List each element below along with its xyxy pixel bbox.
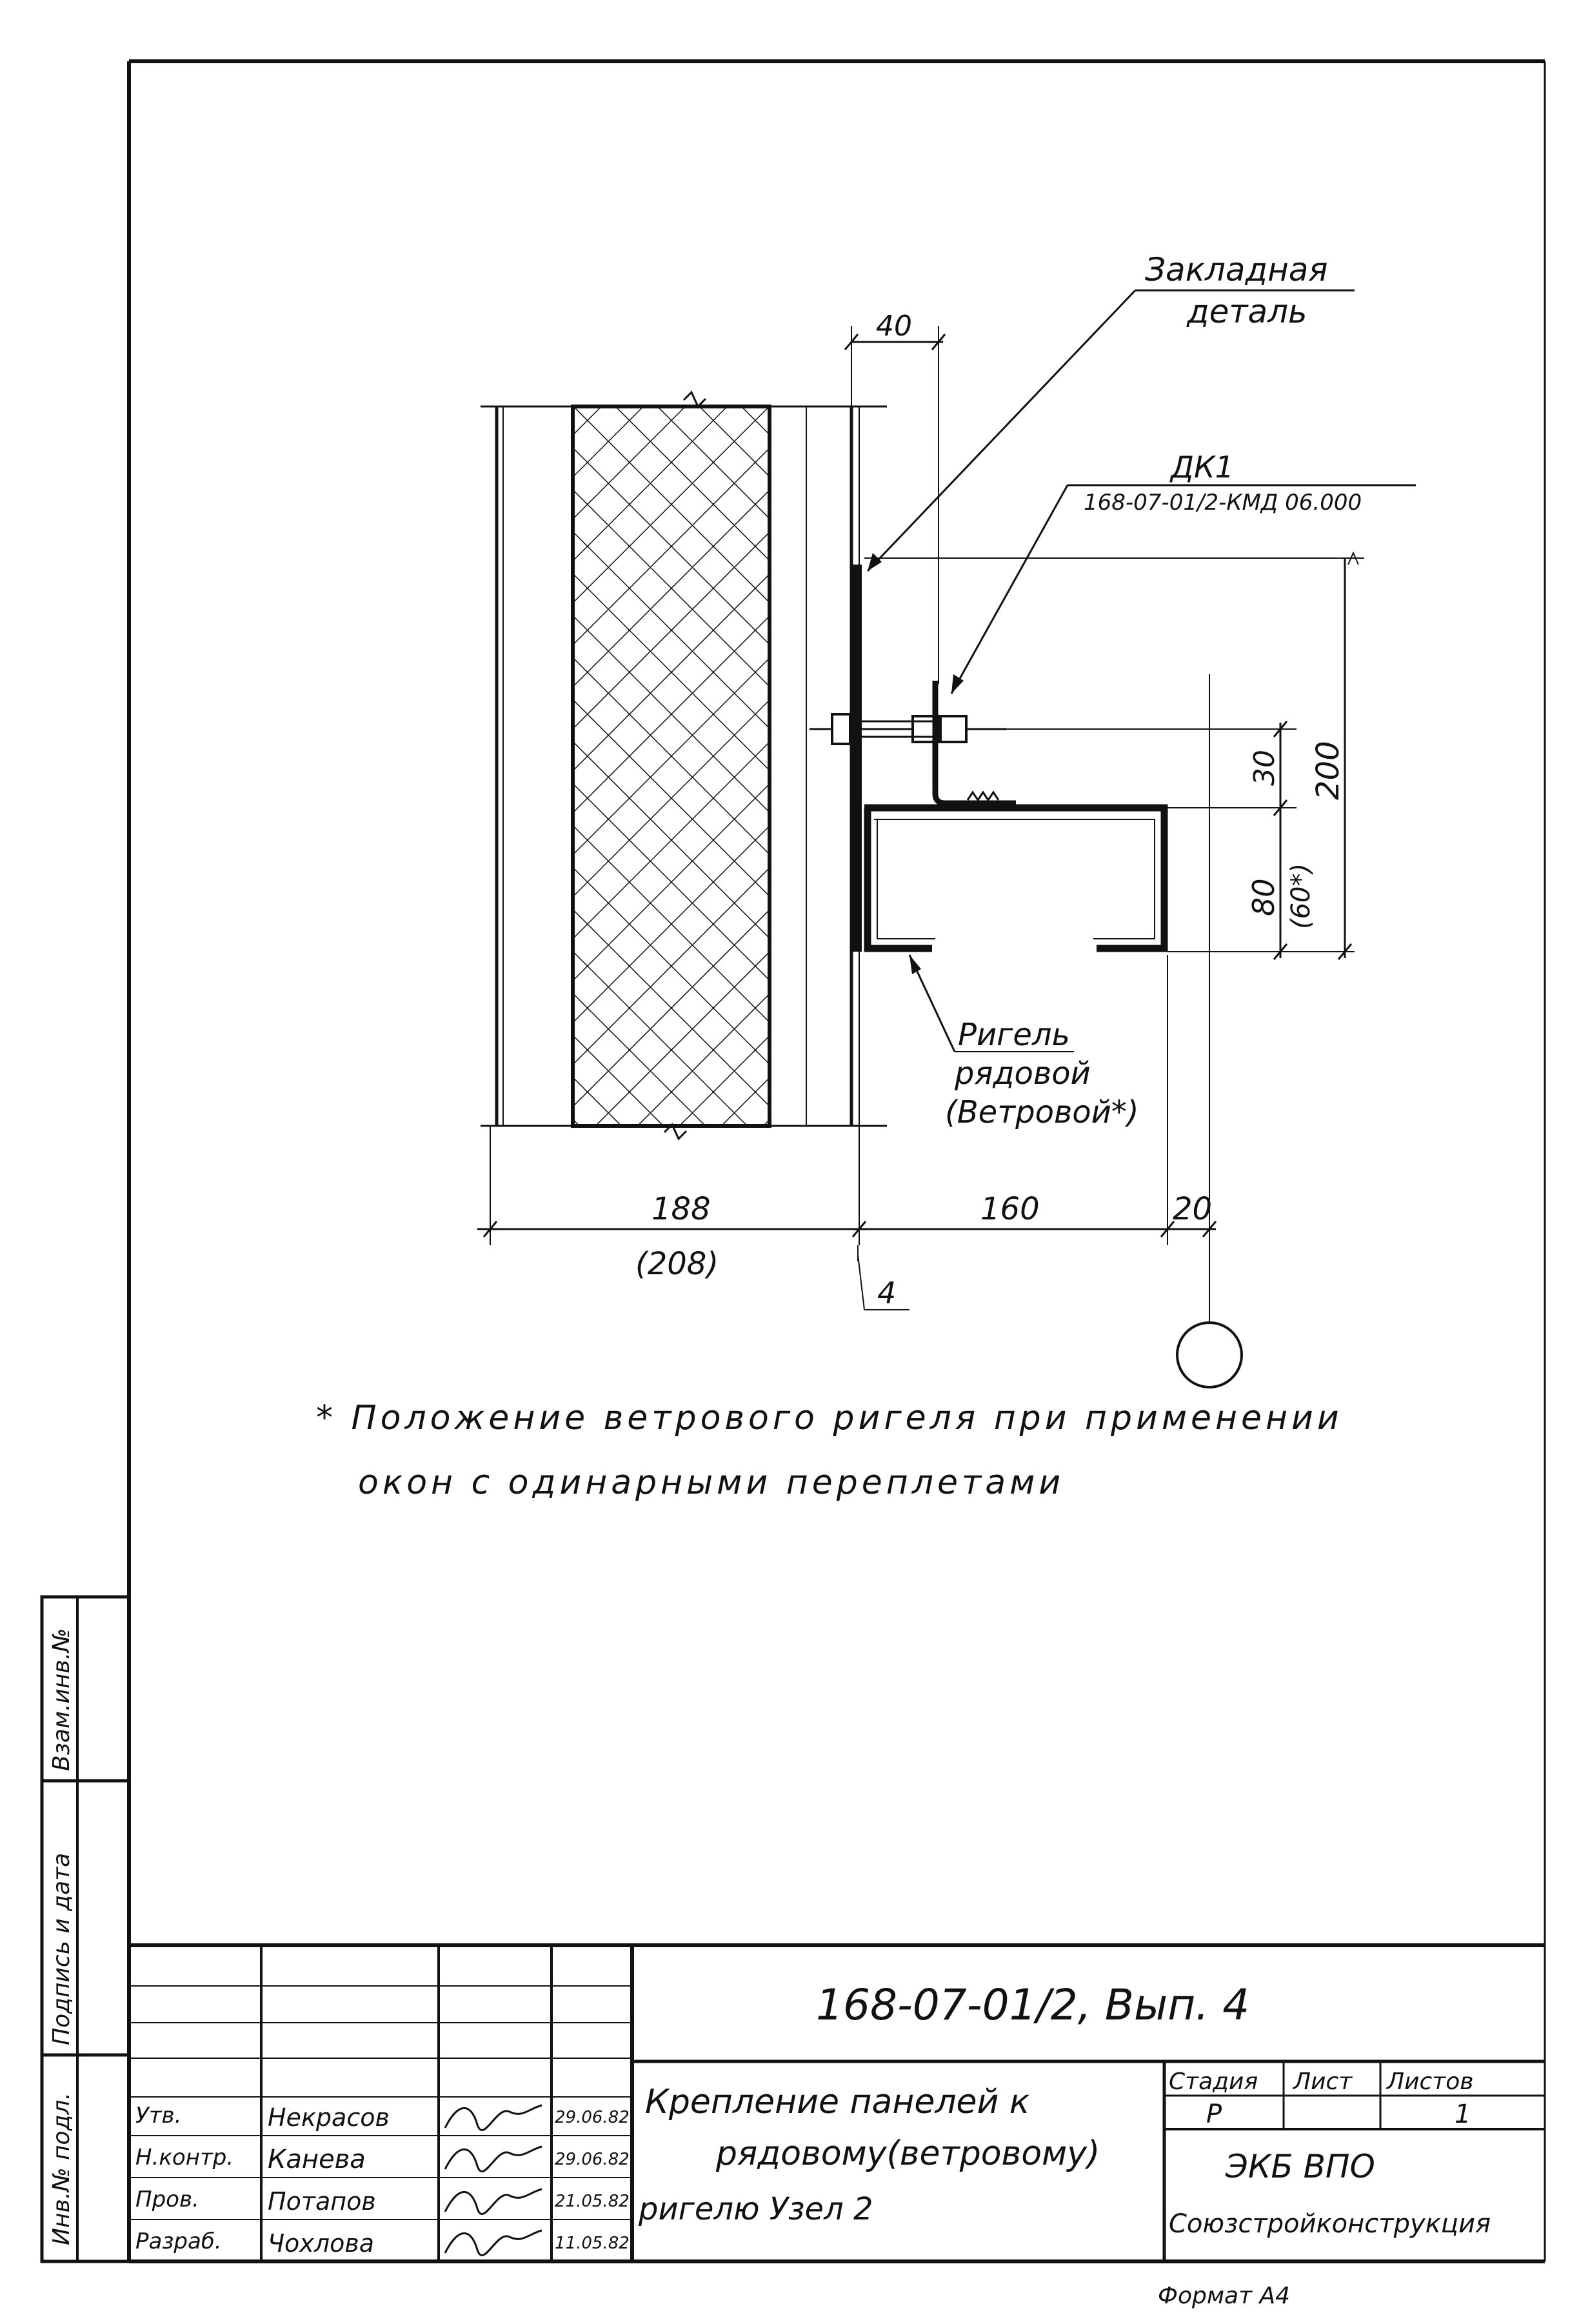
axis-bubble <box>1176 1321 1243 1388</box>
dim-30-label: 30 <box>1248 750 1281 786</box>
bolt-assembly <box>810 681 1016 806</box>
dim-40-label: 40 <box>876 310 912 343</box>
embedded-part-label-1: Закладная <box>1145 251 1327 288</box>
drawing-frame <box>127 59 1546 2263</box>
document-code: 168-07-01/2, Вып. 4 <box>816 1980 1249 2030</box>
sheets-header: Листов <box>1386 2069 1473 2095</box>
org-name-1: ЭКБ ВПО <box>1225 2148 1375 2185</box>
embedded-plate <box>850 565 862 952</box>
dim-208-label: (208) <box>635 1246 719 1282</box>
dk1-mark: ДК1 <box>1169 450 1234 485</box>
signature-row-checked: Пров. Потапов 21.05.82 <box>135 2187 630 2216</box>
dk1-reference: 168-07-01/2-КМД 06.000 <box>1084 490 1362 516</box>
stage-header: Стадия <box>1169 2069 1258 2095</box>
embedded-part-callout: Закладная деталь <box>866 251 1355 572</box>
signature-row-approved: Утв. Некрасов 29.06.82 <box>135 2103 630 2132</box>
dk1-callout: ДК1 168-07-01/2-КМД 06.000 <box>950 450 1416 694</box>
dim-60-label: (60*) <box>1286 863 1316 929</box>
svg-text:Утв.: Утв. <box>135 2103 181 2129</box>
org-name-2: Союзстройконструкция <box>1169 2209 1491 2239</box>
dimensions-horizontal: 188 (208) 160 20 4 <box>477 674 1217 1323</box>
dimensions-vertical: 30 200 80 (60*) <box>864 551 1364 960</box>
svg-text:21.05.82: 21.05.82 <box>555 2192 630 2211</box>
title-line-3: ригелю Узел 2 <box>638 2191 873 2227</box>
dim-188-label: 188 <box>651 1191 711 1227</box>
title-block: 168-07-01/2, Вып. 4 Крепление панелей к … <box>129 1943 1545 2261</box>
signature-row-developed: Разраб. Чохлова 11.05.82 <box>135 2229 630 2258</box>
svg-text:Н.контр.: Н.контр. <box>135 2145 234 2170</box>
side-podpis-label: Подпись и дата <box>48 1853 75 2045</box>
svg-text:Разраб.: Разраб. <box>135 2229 222 2254</box>
sheets-value: 1 <box>1455 2099 1471 2129</box>
dim-80-label: 80 <box>1246 878 1281 916</box>
dim-4-label: 4 <box>877 1276 896 1310</box>
dim-200-label: 200 <box>1310 741 1346 800</box>
insulation-hatch <box>571 405 771 1128</box>
signature-row-norm-control: Н.контр. Канева 29.06.82 <box>135 2145 630 2174</box>
svg-text:Потапов: Потапов <box>268 2187 376 2216</box>
svg-text:29.06.82: 29.06.82 <box>555 2108 630 2127</box>
girder-callout: Ригель рядовой (Ветровой*) <box>908 954 1139 1130</box>
note-line-2: окон с одинарными переплетами <box>358 1463 1064 1502</box>
svg-text:Чохлова: Чохлова <box>268 2229 374 2258</box>
title-line-2: рядовому(ветровому) <box>715 2134 1100 2173</box>
svg-text:29.06.82: 29.06.82 <box>555 2150 630 2169</box>
dim-160-label: 160 <box>980 1191 1040 1227</box>
title-line-1: Крепление панелей к <box>645 2083 1030 2121</box>
svg-text:Канева: Канева <box>268 2145 366 2174</box>
side-stamp: Взам.инв.№ Подпись и дата Инв.№ подл. <box>40 1595 131 2263</box>
note-line-1: * Положение ветрового ригеля при примене… <box>316 1399 1343 1437</box>
embedded-part-label-2: деталь <box>1186 293 1307 330</box>
dim-20-label: 20 <box>1173 1191 1212 1227</box>
side-vzam-label: Взам.инв.№ <box>48 1628 75 1771</box>
stage-value: Р <box>1206 2099 1222 2129</box>
svg-text:Некрасов: Некрасов <box>268 2103 390 2132</box>
girder-label-2: рядовой <box>954 1056 1091 1092</box>
girder-channel <box>864 804 1168 952</box>
angle-dk1 <box>932 681 1016 806</box>
sandwich-panel <box>481 390 887 1245</box>
girder-label-3: (Ветровой*) <box>945 1094 1139 1130</box>
side-inv-label: Инв.№ подл. <box>48 2092 75 2245</box>
svg-text:11.05.82: 11.05.82 <box>555 2234 630 2253</box>
girder-label-1: Ригель <box>958 1017 1070 1053</box>
svg-text:Пров.: Пров. <box>135 2187 199 2212</box>
dimension-40: 40 <box>844 310 946 684</box>
sheet-header: Лист <box>1292 2069 1353 2095</box>
format-label: Формат А4 <box>1158 2283 1290 2309</box>
